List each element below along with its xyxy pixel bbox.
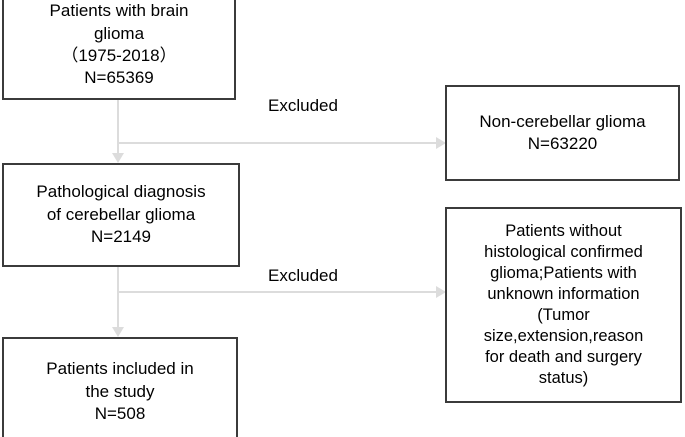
arrowhead-right-icon — [436, 286, 446, 298]
connector-source-to-excluded-first — [118, 142, 440, 144]
node-excluded-non-cerebellar: Non-cerebellar glioma N=63220 — [445, 85, 680, 181]
connector-pathology-to-excluded-second — [118, 291, 440, 293]
node-excluded-missing-data-text: Patients without histological confirmed … — [483, 221, 644, 388]
connector-pathology-to-included — [117, 267, 119, 329]
arrowhead-right-icon — [436, 137, 446, 149]
node-pathological-diagnosis-text: Pathological diagnosis of cerebellar gli… — [36, 182, 206, 247]
node-excluded-missing-data: Patients without histological confirmed … — [445, 207, 682, 403]
node-source-population-text: Patients with brain glioma （1975-2018） N… — [49, 1, 189, 88]
connector-source-to-pathology — [117, 99, 119, 155]
arrowhead-down-icon — [112, 153, 124, 163]
node-patients-included-text: Patients included in the study N=508 — [46, 359, 194, 424]
edge-label-excluded-first: Excluded — [268, 96, 338, 115]
node-pathological-diagnosis: Pathological diagnosis of cerebellar gli… — [2, 163, 240, 267]
node-patients-included: Patients included in the study N=508 — [2, 337, 238, 437]
node-source-population: Patients with brain glioma （1975-2018） N… — [2, 0, 236, 100]
arrowhead-down-icon — [112, 327, 124, 337]
node-excluded-non-cerebellar-text: Non-cerebellar glioma N=63220 — [479, 111, 646, 153]
edge-label-excluded-second: Excluded — [268, 266, 338, 285]
